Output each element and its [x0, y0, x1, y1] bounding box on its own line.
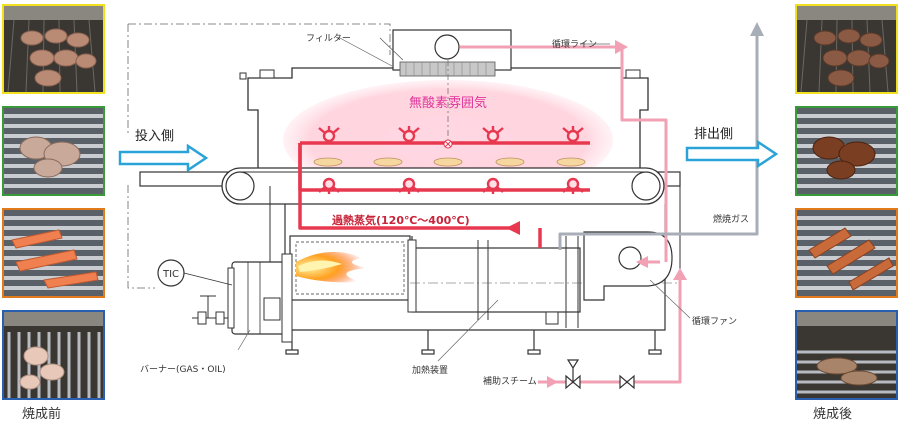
- burner-valves: [192, 295, 228, 325]
- input-arrow: [118, 143, 209, 173]
- photo-after-chicken: [795, 310, 898, 400]
- caption-after-baking: 焼成後: [813, 407, 853, 422]
- flame: [296, 251, 366, 283]
- dashdot-outline: [127, 23, 391, 289]
- steam-nozzles-top: [318, 126, 584, 143]
- photo-after-patties: [795, 4, 898, 94]
- label-circulation-line: 循環ライン: [552, 38, 597, 50]
- auxiliary-valves: [565, 359, 635, 390]
- label-superheated-steam: 過熱蒸気(120℃～400℃): [331, 213, 470, 227]
- label-oxygen-free-atmosphere: 無酸素雰囲気: [409, 95, 487, 111]
- label-output-side: 排出側: [694, 127, 733, 142]
- heating-ribs: [477, 236, 579, 328]
- conveyor-roller-left: [225, 171, 255, 201]
- filter-fan-circle: [434, 34, 460, 60]
- legs: [285, 330, 662, 355]
- conveyor-belt: [221, 167, 665, 205]
- label-burner: バーナー(GAS・OIL): [140, 364, 226, 375]
- burner-unit: [227, 253, 293, 343]
- conveyor-roller-right: [631, 171, 661, 201]
- center-marker: [443, 139, 453, 149]
- heating-cylinder: [411, 247, 581, 313]
- photo-before-patties: [2, 4, 105, 94]
- photo-after-pork: [795, 106, 898, 196]
- label-filter: フィルター: [306, 33, 351, 44]
- photo-before-salmon: [2, 208, 105, 298]
- output-arrow: [685, 139, 779, 169]
- steam-nozzles-bottom: [318, 177, 584, 194]
- food-on-belt: [313, 157, 586, 167]
- photo-after-salmon: [795, 208, 898, 298]
- label-auxiliary-steam: 補助スチーム: [483, 375, 537, 387]
- combustion-gas-line: [558, 32, 759, 250]
- filter-element: [399, 61, 496, 77]
- label-circulation-fan: 循環ファン: [692, 315, 737, 327]
- auxiliary-steam-line: [538, 276, 682, 384]
- photo-before-pork: [2, 106, 105, 196]
- photo-before-chicken: [2, 310, 105, 400]
- tic-label: TIC: [162, 269, 179, 280]
- label-combustion-gas: 燃焼ガス: [713, 213, 749, 225]
- label-input-side: 投入側: [135, 128, 174, 144]
- fan-rotor: [618, 246, 642, 270]
- label-heating-device: 加熱装置: [412, 364, 448, 376]
- caption-before-baking: 焼成前: [22, 407, 62, 422]
